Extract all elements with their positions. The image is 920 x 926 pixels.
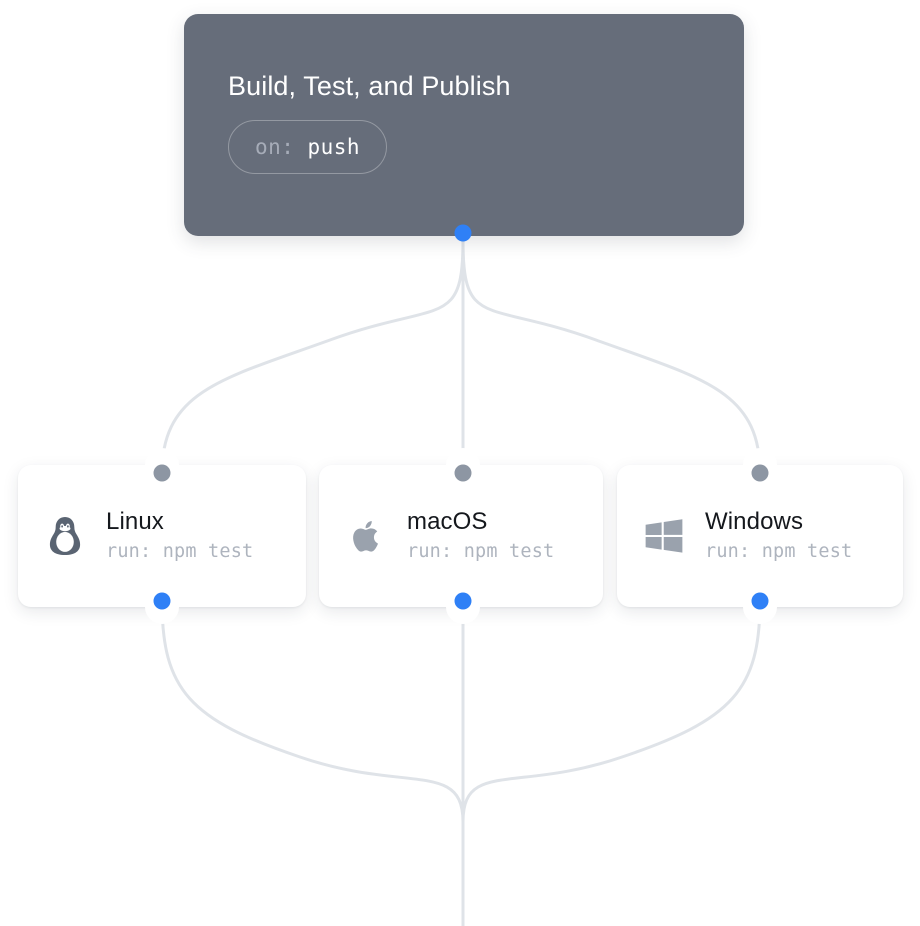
edge-trigger-to-linux — [160, 238, 465, 475]
trigger-title: Build, Test, and Publish — [228, 71, 511, 101]
job-node-windows[interactable]: Windows run: npm test — [617, 465, 903, 607]
job-title-linux: Linux — [106, 508, 164, 536]
job-command-macos: run: npm test — [407, 540, 555, 562]
job-source-port-windows[interactable] — [751, 592, 769, 610]
edge-windows-to-merge — [461, 599, 762, 824]
job-target-port-windows[interactable] — [751, 464, 769, 482]
edge-trigger-to-windows — [461, 238, 762, 475]
trigger-event-value: push — [307, 135, 361, 160]
trigger-event-pill[interactable]: on: push — [228, 120, 388, 175]
job-text-linux: Linux run: npm test — [106, 508, 253, 563]
job-text-windows: Windows run: npm test — [705, 508, 852, 563]
job-source-port-macos[interactable] — [454, 592, 472, 610]
job-node-macos[interactable]: macOS run: npm test — [319, 465, 603, 607]
trigger-source-port[interactable] — [454, 224, 472, 242]
edge-linux-to-merge — [160, 599, 465, 824]
trigger-event-key: on: — [255, 135, 295, 160]
linux-penguin-icon — [44, 515, 86, 557]
trigger-node[interactable]: Build, Test, and Publish on: push — [184, 14, 744, 236]
job-source-port-linux[interactable] — [153, 592, 171, 610]
apple-icon — [345, 515, 387, 557]
job-node-linux[interactable]: Linux run: npm test — [18, 465, 306, 607]
job-target-port-macos[interactable] — [454, 464, 472, 482]
job-text-macos: macOS run: npm test — [407, 508, 554, 563]
job-title-macos: macOS — [407, 508, 488, 536]
windows-icon — [643, 515, 685, 557]
job-command-windows: run: npm test — [705, 540, 853, 562]
job-title-windows: Windows — [705, 508, 804, 536]
job-command-linux: run: npm test — [106, 540, 254, 562]
job-target-port-linux[interactable] — [153, 464, 171, 482]
